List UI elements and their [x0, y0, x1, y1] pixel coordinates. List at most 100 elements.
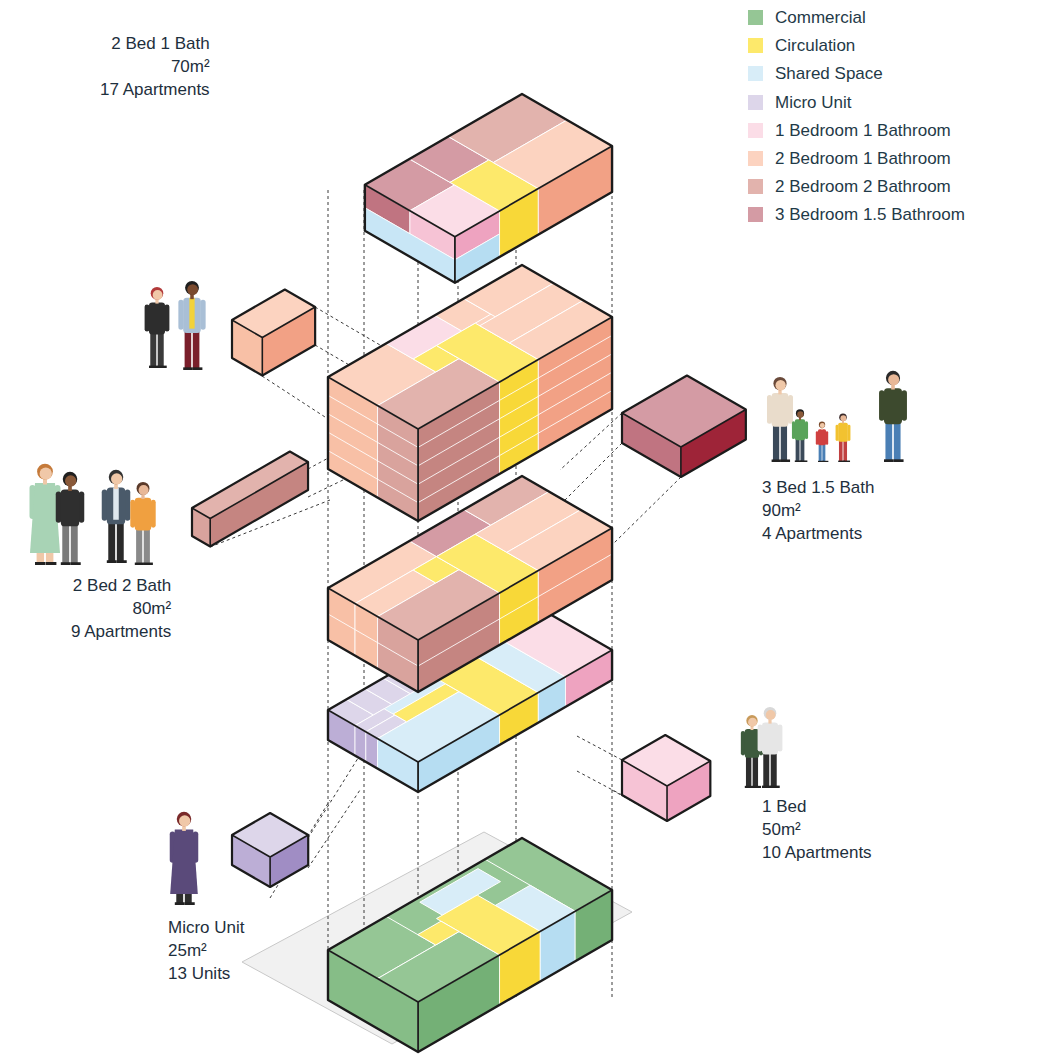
person-torso	[183, 298, 201, 333]
person-dress	[30, 483, 60, 553]
person-leg	[150, 330, 156, 368]
person-shoe	[71, 562, 81, 565]
person-arm	[130, 500, 135, 528]
unit-type-block: 2 Bed 1 Bath70m²17 Apartments	[96, 28, 320, 380]
top-face	[328, 838, 612, 1002]
person-shoe	[193, 367, 203, 370]
building-floor	[328, 265, 612, 521]
person-arm	[56, 492, 62, 523]
person-shoe	[884, 459, 894, 462]
person-leg	[819, 443, 822, 462]
person-shoe	[149, 366, 158, 368]
unit-count: 13 Units	[168, 962, 245, 985]
person-face	[775, 380, 785, 390]
leader-line	[575, 770, 622, 795]
floor-outline	[328, 838, 612, 1052]
unit-box-shape	[618, 371, 879, 549]
unit-name: 1 Bed	[762, 795, 872, 818]
person-leg	[144, 526, 150, 565]
person-leg	[773, 423, 779, 462]
unit-name: 2 Bed 2 Bath	[71, 574, 171, 597]
unit-edge	[622, 760, 710, 821]
legend-entry: Shared Space	[748, 62, 1028, 85]
person-arm	[805, 421, 808, 439]
unit-caption: 2 Bed 1 Bath70m²17 Apartments	[100, 32, 210, 101]
unit-outline	[232, 290, 315, 376]
legend-entry: Micro Unit	[748, 91, 1028, 114]
person-shoe	[35, 562, 46, 565]
unit-count: 10 Apartments	[762, 841, 872, 864]
floor-edge	[328, 317, 612, 521]
person-face	[187, 284, 198, 295]
person-torso	[884, 388, 902, 424]
legend-swatch	[748, 38, 763, 53]
person-hair	[109, 470, 123, 484]
person-shoe	[771, 786, 780, 788]
person-torso	[135, 498, 151, 531]
person-leg	[62, 522, 69, 565]
person-face	[766, 710, 776, 720]
legend-swatch	[748, 10, 763, 25]
unit-name: Micro Unit	[168, 916, 245, 939]
top-face	[365, 94, 612, 237]
person-face	[111, 473, 122, 484]
person-torso	[149, 302, 165, 334]
person-shirt	[189, 298, 194, 329]
person-arm	[178, 300, 183, 330]
person-face	[179, 815, 190, 826]
unit-area: 70m²	[100, 55, 210, 78]
legend-label: Commercial	[775, 6, 866, 29]
person-torso	[745, 729, 759, 758]
person-leg	[185, 329, 192, 370]
person-hair	[886, 371, 900, 385]
legend-entry: Circulation	[748, 34, 1028, 57]
person-shoe	[107, 560, 117, 563]
legend-entry: Commercial	[748, 6, 1028, 29]
unit-name: 3 Bed 1.5 Bath	[762, 476, 874, 499]
person-face	[840, 415, 846, 421]
person-leg	[771, 750, 777, 788]
person-leg	[108, 520, 115, 563]
person-figure	[816, 421, 829, 462]
person-hair	[63, 472, 77, 486]
person-figure	[792, 409, 808, 462]
room-plan	[436, 895, 540, 955]
unit-count: 4 Apartments	[762, 522, 874, 545]
person-arm	[767, 395, 772, 424]
person-arm	[79, 492, 85, 523]
unit-type-block: 2 Bed 2 Bath80m²9 Apartments	[67, 447, 313, 647]
unit-top-face	[622, 376, 746, 448]
unit-edge	[232, 835, 308, 887]
floor-edge	[365, 146, 612, 283]
person-figure	[758, 707, 783, 788]
person-shoe	[753, 786, 761, 788]
floor-outline	[328, 476, 612, 692]
person-shirt	[113, 488, 119, 520]
unit-area: 50m²	[762, 818, 872, 841]
person-hair	[746, 715, 757, 726]
unit-outline	[622, 376, 746, 478]
unit-outline	[232, 813, 308, 887]
person-shoe	[46, 562, 57, 565]
person-shoe	[175, 902, 185, 905]
side-face	[455, 234, 500, 283]
person-hair	[37, 464, 53, 480]
person-arm	[848, 425, 851, 441]
unit-count: 9 Apartments	[71, 620, 171, 643]
top-face	[328, 476, 612, 640]
legend-swatch	[748, 179, 763, 194]
person-shoe	[158, 366, 167, 368]
leader-line	[308, 790, 360, 868]
person-leg	[781, 423, 787, 462]
person-face	[748, 718, 757, 727]
person-arm	[778, 724, 783, 751]
person-torso	[795, 419, 805, 440]
person-hair	[177, 812, 191, 826]
legend-label: Shared Space	[775, 62, 883, 85]
building-floor	[365, 94, 612, 283]
person-shoe	[762, 786, 771, 788]
person-leg	[746, 754, 751, 788]
person-leg	[796, 438, 800, 462]
unit-caption: 1 Bed50m²10 Apartments	[762, 795, 872, 864]
person-shoe	[745, 786, 753, 788]
